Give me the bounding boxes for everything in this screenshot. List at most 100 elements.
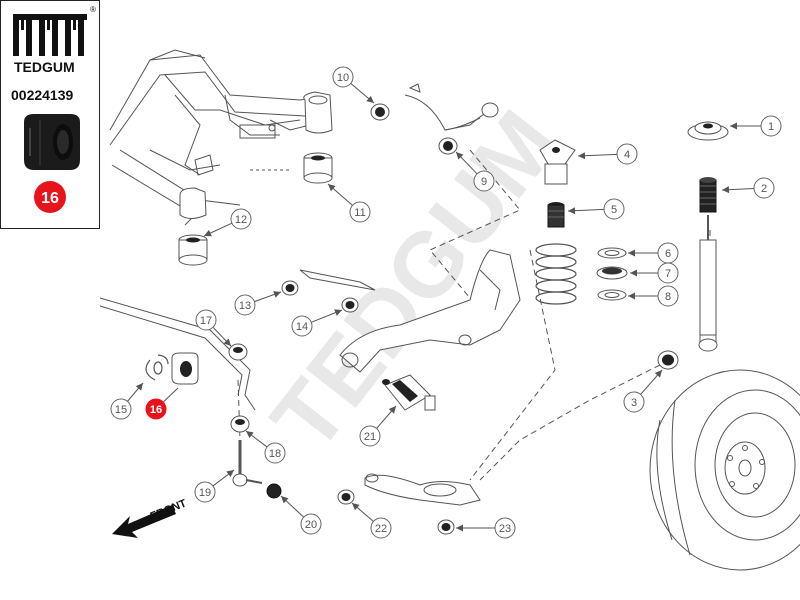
callout-circle-9 (473, 170, 495, 192)
bearing-7 (596, 266, 628, 280)
callout-number-20: 20 (305, 519, 317, 531)
callout-circle-5 (603, 198, 625, 220)
callout-number-6: 6 (665, 248, 671, 260)
callout-arrowhead-1 (730, 122, 737, 130)
link-bushing-17 (228, 343, 248, 361)
shock-absorber (698, 215, 718, 352)
bushing-13 (281, 280, 299, 296)
highlight-badge (34, 181, 66, 213)
rear-wheel (649, 369, 800, 571)
callout-circle-1 (760, 115, 782, 137)
callout-number-2: 2 (761, 183, 767, 195)
callout-number-9: 9 (481, 176, 487, 188)
spring-seat-6 (597, 247, 627, 259)
front-label: FRONT (149, 497, 189, 522)
callout-number-5: 5 (611, 204, 617, 216)
callout-arrowhead-5 (568, 207, 576, 215)
callout-arrowhead-2 (722, 186, 730, 194)
callout-circle-11 (349, 201, 371, 223)
callout-number-7: 7 (665, 268, 671, 280)
bushing-10 (370, 103, 390, 121)
front-arrow-icon (112, 505, 176, 538)
link-nut-20 (266, 483, 282, 499)
spring-top-mount-4 (539, 139, 576, 185)
callout-arrowhead-6 (628, 249, 635, 257)
callout-circle-7 (657, 262, 679, 284)
callout-arrowhead-22 (352, 503, 360, 511)
callout-number-1: 1 (768, 121, 774, 133)
callout-circle-13 (234, 294, 256, 316)
callout-arrowhead-13 (273, 291, 281, 298)
bushing-23 (437, 519, 455, 535)
bushing-11 (303, 152, 333, 184)
watermark: TEDGUM (253, 92, 579, 469)
callout-arrowhead-19 (226, 470, 234, 478)
callout-circle-4 (616, 143, 638, 165)
callout-leader-16 (162, 387, 179, 403)
brand-panel: ® TEDGUM 00224139 16 (0, 0, 100, 229)
callout-arrowhead-20 (281, 496, 289, 504)
callout-arrowhead-18 (246, 431, 254, 439)
callout-circle-16 (145, 398, 167, 420)
dust-boot-2 (699, 177, 717, 213)
callout-arrowhead-7 (630, 269, 637, 277)
callout-number-13: 13 (239, 300, 251, 312)
callout-number-10: 10 (337, 72, 349, 84)
callout-arrowhead-15 (135, 383, 143, 391)
upper-control-arm (404, 83, 499, 131)
callout-arrowhead-12 (204, 229, 212, 237)
highlight-badge-number: 16 (41, 190, 59, 207)
callout-arrowhead-21 (388, 406, 396, 414)
link-bushing-18 (230, 415, 250, 433)
callout-circle-14 (291, 315, 313, 337)
stabilizer-bushing-16 (171, 352, 199, 385)
callout-circle-15 (110, 398, 132, 420)
bushing-12 (178, 234, 208, 266)
callout-circle-22 (370, 517, 392, 539)
callout-circle-17 (195, 309, 217, 331)
brand-name: TEDGUM (14, 59, 75, 75)
tedgum-logo-icon (13, 14, 87, 56)
trailing-arm-bushing-21 (382, 374, 436, 411)
part-number: 00224139 (11, 87, 74, 103)
callout-circle-20 (300, 513, 322, 535)
callout-arrowhead-9 (456, 152, 464, 160)
rear-subframe (109, 49, 333, 226)
callout-arrowhead-17 (223, 338, 231, 346)
callout-circle-12 (230, 208, 252, 230)
shock-bushing-3 (657, 350, 679, 370)
bushing-9 (438, 137, 458, 155)
callout-number-17: 17 (200, 315, 212, 327)
callout-number-15: 15 (115, 404, 127, 416)
callout-number-22: 22 (375, 523, 387, 535)
callout-number-8: 8 (665, 291, 671, 303)
callout-number-11: 11 (354, 207, 365, 219)
callout-circle-8 (657, 285, 679, 307)
callout-number-3: 3 (631, 397, 637, 409)
bump-stop-5 (547, 202, 565, 228)
bushing-thumbnail-icon (24, 114, 80, 170)
stabilizer-link-19 (232, 440, 263, 487)
lower-control-arm (364, 473, 481, 506)
callout-number-14: 14 (296, 321, 308, 333)
callout-number-12: 12 (235, 214, 247, 226)
callout-circle-3 (623, 391, 645, 413)
callout-arrowhead-23 (456, 524, 463, 532)
callout-circle-10 (332, 66, 354, 88)
callout-arrowhead-4 (578, 152, 586, 160)
callout-arrowhead-8 (628, 292, 635, 300)
callout-arrowhead-10 (366, 95, 374, 103)
stabilizer-bar (99, 297, 256, 411)
callout-number-21: 21 (364, 431, 376, 443)
bushing-22 (337, 489, 355, 505)
callout-number-23: 23 (499, 523, 511, 535)
clamp-15 (145, 354, 169, 381)
spring-seat-8 (597, 289, 627, 301)
trailing-arm (299, 249, 521, 373)
top-mount-1 (687, 121, 729, 141)
callout-circle-19 (194, 481, 216, 503)
callout-arrowhead-3 (654, 370, 662, 378)
callout-arrowhead-11 (328, 184, 336, 192)
